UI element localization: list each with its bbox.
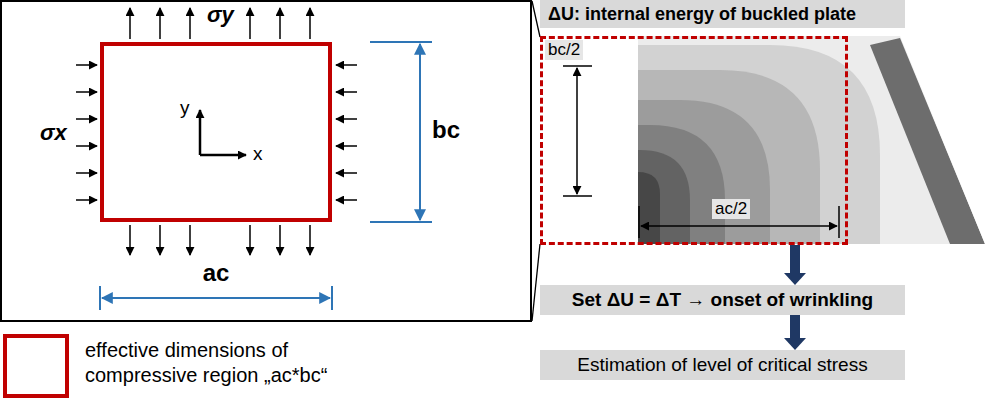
half-dimension — [563, 195, 592, 197]
stress-label: σy — [207, 2, 234, 27]
stress-arrow — [76, 64, 97, 66]
dimension-label: bc — [432, 116, 460, 144]
stress-arrow — [279, 225, 281, 255]
stress-arrow — [189, 225, 191, 255]
buckled-plate-contour — [638, 150, 690, 244]
stress-arrow — [336, 118, 357, 120]
compressive-region: yx — [100, 42, 332, 222]
result-band: Estimation of level of critical stress — [540, 350, 905, 380]
dimension-line — [370, 41, 432, 43]
dimension-line — [102, 297, 330, 299]
buckled-plate-contour — [638, 45, 880, 244]
dimension-line — [100, 42, 432, 310]
buckled-plate-contour — [638, 36, 990, 244]
stress-arrow — [336, 91, 357, 93]
coordinate-axes — [200, 154, 246, 157]
buckled-plate-contour — [900, 36, 990, 244]
flow-arrow — [790, 245, 800, 273]
zoom-line — [532, 1, 540, 37]
zoom-line — [532, 1, 540, 321]
dimension-line — [419, 44, 421, 220]
stress-arrow — [309, 8, 311, 39]
stress-arrow — [76, 172, 97, 174]
stress-arrow — [336, 145, 357, 147]
band-text: Estimation of level of critical stress — [577, 354, 867, 376]
stress-arrow — [279, 8, 281, 39]
zoom-line — [532, 244, 540, 321]
stress-arrow — [76, 118, 97, 120]
half-dimension — [641, 225, 837, 227]
coordinate-axes — [200, 110, 246, 155]
stress-arrow — [76, 145, 97, 147]
stress-panel: σyσxbcacyx — [0, 0, 532, 322]
dimension-line — [370, 221, 432, 223]
flow-arrow — [790, 315, 800, 338]
quarter-plate-region: bc/2 ac/2 — [540, 36, 848, 245]
buckled-plate-contour — [638, 172, 660, 244]
stress-label: σx — [40, 120, 67, 145]
axis-label: y — [180, 97, 190, 119]
stress-arrow — [189, 8, 191, 39]
buckled-plate-contour — [638, 70, 820, 244]
half-dimension — [838, 206, 840, 238]
energy-band: ΔU: internal energy of buckled plate — [540, 0, 905, 28]
stress-arrow — [76, 8, 357, 255]
stress-arrow — [336, 199, 357, 201]
coordinate-axes — [199, 110, 202, 155]
stress-arrow — [76, 199, 97, 201]
legend-swatch — [3, 334, 69, 398]
stress-arrow — [336, 64, 357, 66]
stress-arrow — [309, 225, 311, 255]
buckled-plate-contour — [638, 100, 770, 244]
half-dimension — [576, 68, 578, 194]
half-dimension — [638, 206, 640, 238]
stress-arrow — [76, 91, 97, 93]
band-text: Set ΔU = ΔT → onset of wrinkling — [572, 289, 873, 311]
stress-arrow — [159, 8, 161, 39]
buckled-plate-contour — [638, 36, 990, 244]
dimension-line — [331, 286, 333, 310]
stress-arrow — [249, 8, 251, 39]
dimension-line — [99, 286, 101, 310]
stress-arrow — [336, 172, 357, 174]
axis-label: x — [253, 143, 263, 165]
stress-arrow — [159, 225, 161, 255]
half-dimension — [563, 65, 592, 67]
dimension-label: bc/2 — [545, 40, 583, 60]
band-text: ΔU: internal energy of buckled plate — [548, 4, 856, 25]
stress-arrow — [129, 225, 131, 255]
stress-arrow — [249, 225, 251, 255]
legend-text: effective dimensions of compressive regi… — [85, 338, 395, 388]
stress-arrow — [129, 8, 131, 39]
criterion-band: Set ΔU = ΔT → onset of wrinkling — [540, 285, 905, 315]
dimension-label: ac — [203, 259, 230, 287]
dimension-label: ac/2 — [712, 199, 750, 219]
half-dimension — [563, 66, 839, 238]
